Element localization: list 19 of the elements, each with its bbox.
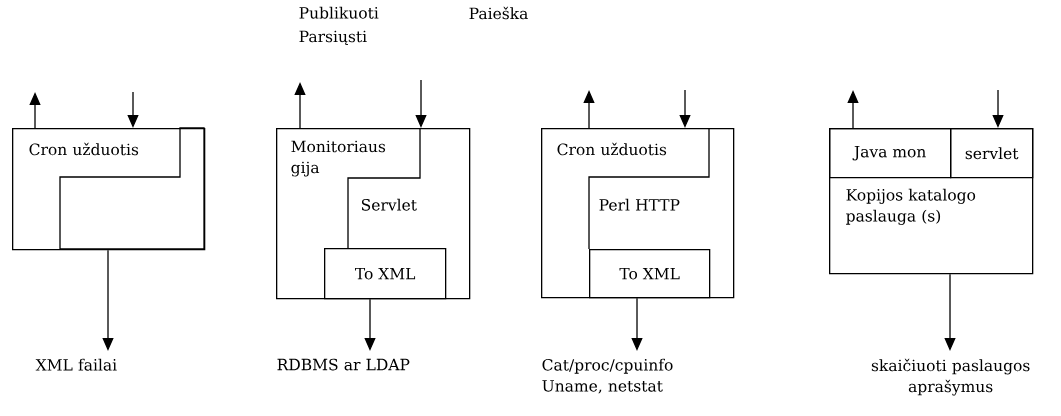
component-label: Perl HTTP — [599, 198, 680, 211]
component-label: XML failai — [35, 358, 117, 371]
component-label: Kopijos katalogo paslauga (s) — [846, 188, 976, 225]
component-label: Cat/proc/cpuinfo Uname, netstat — [542, 358, 673, 394]
component-box — [541, 128, 735, 299]
component-box: servlet — [950, 128, 1034, 179]
note-label: Parsiųsti — [299, 30, 367, 46]
component-label: RDBMS ar LDAP — [277, 358, 410, 371]
component-label: Cron užduotis — [29, 142, 139, 156]
component-box: To XML — [589, 249, 711, 299]
note-label: Paieška — [469, 6, 528, 20]
component-box — [276, 128, 471, 300]
component-label: Cron užduotis — [557, 142, 667, 156]
component-box: To XML — [324, 248, 447, 300]
component-label: skaičiuoti paslaugos aprašymus — [871, 358, 1030, 396]
component-label: Servlet — [361, 198, 417, 211]
note-label: Publikuoti — [299, 6, 379, 19]
component-box: Java mon — [829, 128, 952, 179]
component-label: Monitoriaus gija — [291, 140, 386, 177]
